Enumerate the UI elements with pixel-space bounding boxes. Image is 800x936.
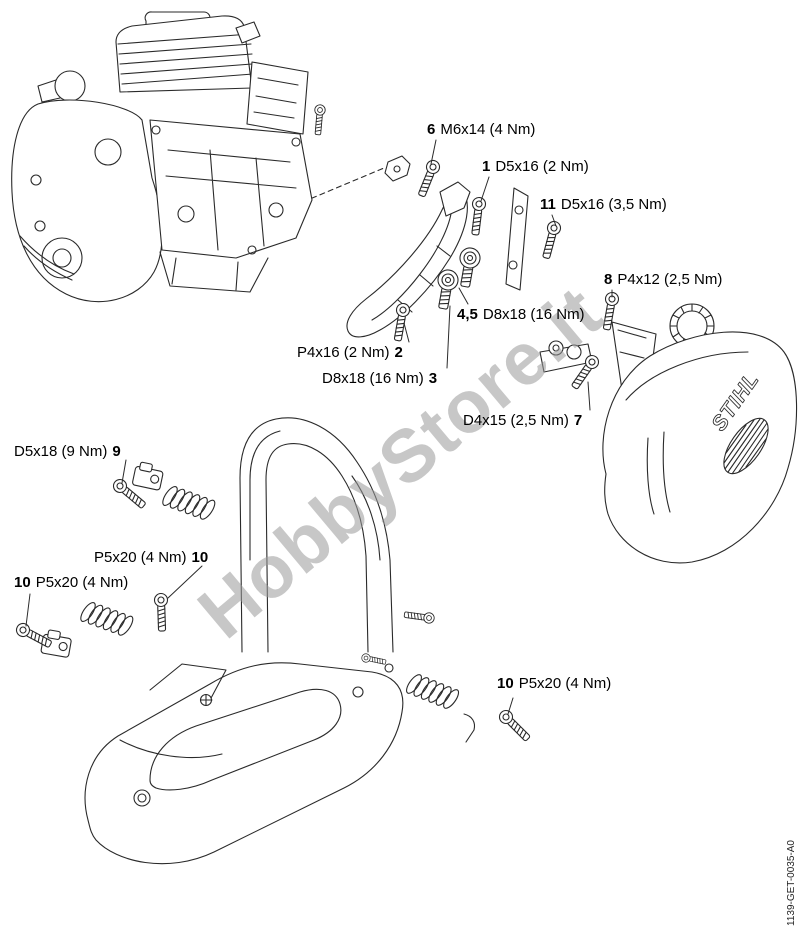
chain-catcher-drawing (539, 340, 593, 373)
rear-housing-drawing (84, 652, 404, 865)
housing-pin-icon (360, 652, 387, 667)
screw-4-icon (454, 245, 483, 289)
brake-link-drawing (505, 187, 529, 291)
spec-text: P4x16 (2 Nm) (297, 344, 390, 361)
engine-assembly-drawing (11, 11, 327, 303)
leader-lines (25, 139, 613, 715)
part-number: 10 (14, 574, 31, 591)
part-number: 4,5 (457, 306, 478, 323)
spec-text: D8x18 (16 Nm) (482, 306, 585, 323)
torque-label-2: P4x16 (2 Nm)2 (297, 344, 403, 361)
spring-hook-drawing (463, 713, 476, 743)
part-number: 7 (573, 412, 583, 429)
wrap-handle-drawing (239, 417, 394, 653)
spec-text: P5x20 (4 Nm) (35, 574, 129, 591)
document-code: 1139-GET-0035-A0 (786, 840, 797, 926)
torque-label-7: D4x15 (2,5 Nm)7 (463, 412, 582, 429)
cover-grille-hatching (723, 418, 769, 475)
screw-10-mid-icon (153, 592, 170, 632)
spec-text: D8x18 (16 Nm) (322, 370, 424, 387)
part-number: 2 (394, 344, 403, 361)
part-number: 1 (482, 158, 491, 175)
screw-10-bottom-icon (496, 707, 534, 745)
handle-bolt-icon (403, 608, 436, 625)
tensioner-block-9-icon (131, 460, 165, 491)
engine-screw-icon (312, 103, 327, 136)
screw-6-icon (414, 157, 443, 199)
spring-9-icon (158, 481, 219, 524)
spec-text: D5x16 (3,5 Nm) (560, 196, 667, 213)
spring-10-left-icon (76, 597, 137, 640)
torque-label-10-handle: P5x20 (4 Nm)10 (94, 549, 208, 566)
part-number: 8 (604, 271, 613, 288)
part-number: 11 (540, 196, 556, 213)
spec-text: D4x15 (2,5 Nm) (463, 412, 569, 429)
part-number: 3 (428, 370, 438, 387)
sprocket-cover-drawing: STIHL (602, 303, 798, 564)
spec-text: D5x16 (2 Nm) (495, 158, 589, 175)
torque-label-9: D5x18 (9 Nm)9 (14, 443, 121, 460)
spec-text: D5x18 (9 Nm) (14, 443, 108, 460)
spec-text: P5x20 (4 Nm) (518, 675, 612, 692)
spec-text: P5x20 (4 Nm) (94, 549, 187, 566)
part-number: 9 (112, 443, 121, 460)
spring-10-bottom-icon (402, 669, 463, 714)
part-number: 6 (427, 121, 436, 138)
spec-text: P4x12 (2,5 Nm) (617, 271, 723, 288)
part-number: 10 (191, 549, 209, 566)
spec-text: M6x14 (4 Nm) (440, 121, 536, 138)
part-number: 10 (497, 675, 514, 692)
screw-11-icon (539, 219, 563, 261)
hand-guard-drawing (346, 155, 471, 338)
torque-label-3: D8x18 (16 Nm)3 (322, 370, 437, 387)
screw-1-icon (468, 196, 487, 237)
